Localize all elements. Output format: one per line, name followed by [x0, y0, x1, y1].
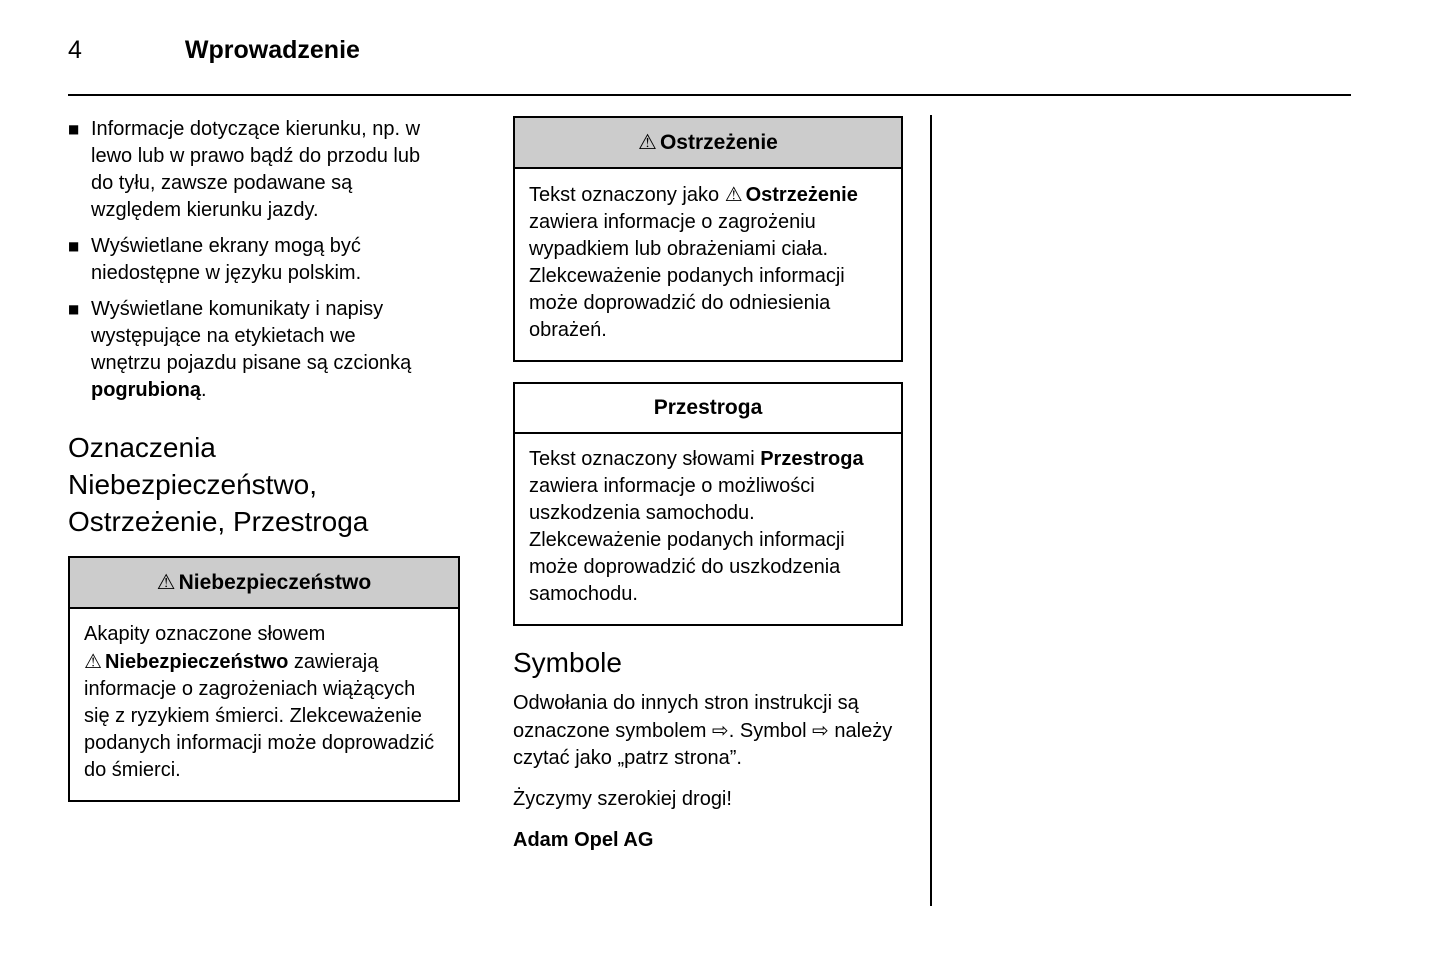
caution-body-text: zawiera informacje o możliwości uszkodze… — [529, 475, 845, 605]
danger-box: ⚠Niebezpieczeństwo Akapity oznaczone sło… — [68, 556, 460, 802]
page-header: 4 Wprowadzenie — [68, 36, 360, 65]
signature-text: Adam Opel AG — [513, 829, 654, 851]
right-column-empty — [903, 116, 1295, 854]
warning-box: ⚠Ostrzeżenie Tekst oznaczony jako ⚠Ostrz… — [513, 116, 903, 362]
page-title: Wprowadzenie — [184, 36, 360, 64]
warning-body-text: zawiera informacje o zagrożeniu wypadkie… — [529, 211, 845, 341]
bullet-square-icon: ■ — [68, 302, 80, 316]
caution-body-keyword: Przestroga — [760, 448, 864, 470]
bullet-text: . — [200, 379, 207, 401]
danger-body-text: Akapity oznaczone słowem — [84, 623, 326, 645]
danger-body-text: zawierają informacje o zagrożeniach wiąż… — [84, 651, 435, 781]
symbols-text: należy czytać jako „patrz strona”. — [513, 720, 893, 769]
page-reference-arrow-icon: ⇨ — [812, 718, 829, 742]
warning-triangle-icon: ⚠ — [84, 649, 102, 673]
bullet-square-icon: ■ — [68, 239, 80, 253]
caution-box-title: Przestroga — [653, 396, 763, 419]
symbols-heading: Symbole — [513, 647, 622, 678]
caution-box-body: Tekst oznaczony słowami Przestroga zawie… — [515, 434, 901, 624]
symbols-text: . Symbol — [728, 720, 813, 742]
section-heading: Oznaczenia Niebezpieczeństwo, Ostrzeżeni… — [68, 432, 369, 537]
warning-box-title: Ostrzeżenie — [659, 131, 778, 154]
bullet-text-bold: pogrubioną — [91, 379, 201, 401]
danger-body-keyword-text: Niebezpieczeństwo — [104, 651, 289, 673]
danger-box-body: Akapity oznaczone słowem ⚠Niebezpieczeńs… — [70, 609, 458, 800]
bullet-square-icon: ■ — [68, 122, 80, 136]
caution-body-text: Tekst oznaczony słowami — [529, 448, 761, 470]
farewell-text: Życzymy szerokiej drogi! — [513, 788, 732, 810]
caution-box: Przestroga Tekst oznaczony słowami Przes… — [513, 382, 903, 626]
list-item: ■ Informacje dotyczące kierunku, np. w l… — [68, 116, 460, 224]
warning-triangle-icon: ⚠ — [724, 182, 743, 206]
danger-body-keyword: ⚠Niebezpieczeństwo — [84, 649, 289, 673]
page-number: 4 — [68, 36, 82, 64]
warning-triangle-icon: ⚠ — [638, 130, 657, 154]
page-content: ■ Informacje dotyczące kierunku, np. w l… — [68, 116, 1295, 854]
warning-box-header: ⚠Ostrzeżenie — [515, 118, 901, 169]
left-column: ■ Informacje dotyczące kierunku, np. w l… — [68, 116, 460, 854]
danger-box-title: Niebezpieczeństwo — [178, 571, 372, 594]
list-item: ■ Wyświetlane ekrany mogą być niedostępn… — [68, 233, 460, 287]
column-divider — [930, 115, 932, 906]
bullet-text: Wyświetlane ekrany mogą być niedostępne … — [91, 235, 362, 284]
bullet-list: ■ Informacje dotyczące kierunku, np. w l… — [68, 116, 460, 404]
middle-column: ⚠Ostrzeżenie Tekst oznaczony jako ⚠Ostrz… — [513, 116, 903, 854]
warning-body-text: Tekst oznaczony jako — [529, 184, 725, 206]
bullet-text: Wyświetlane komunikaty i napisy występuj… — [91, 298, 412, 374]
warning-triangle-icon: ⚠ — [156, 570, 176, 594]
symbols-paragraph: Odwołania do innych stron instrukcji są … — [513, 690, 903, 772]
danger-box-header: ⚠Niebezpieczeństwo — [70, 558, 458, 609]
warning-body-keyword-text: Ostrzeżenie — [745, 184, 858, 206]
caution-box-header: Przestroga — [515, 384, 901, 434]
page-reference-arrow-icon: ⇨ — [711, 718, 729, 742]
header-rule — [68, 94, 1351, 96]
list-item: ■ Wyświetlane komunikaty i napisy występ… — [68, 296, 460, 404]
bullet-text: Informacje dotyczące kierunku, np. w lew… — [91, 118, 421, 221]
symbols-text: Odwołania do innych stron instrukcji są … — [513, 692, 859, 742]
warning-body-keyword: ⚠Ostrzeżenie — [724, 182, 858, 206]
warning-box-body: Tekst oznaczony jako ⚠Ostrzeżenie zawier… — [515, 169, 901, 360]
